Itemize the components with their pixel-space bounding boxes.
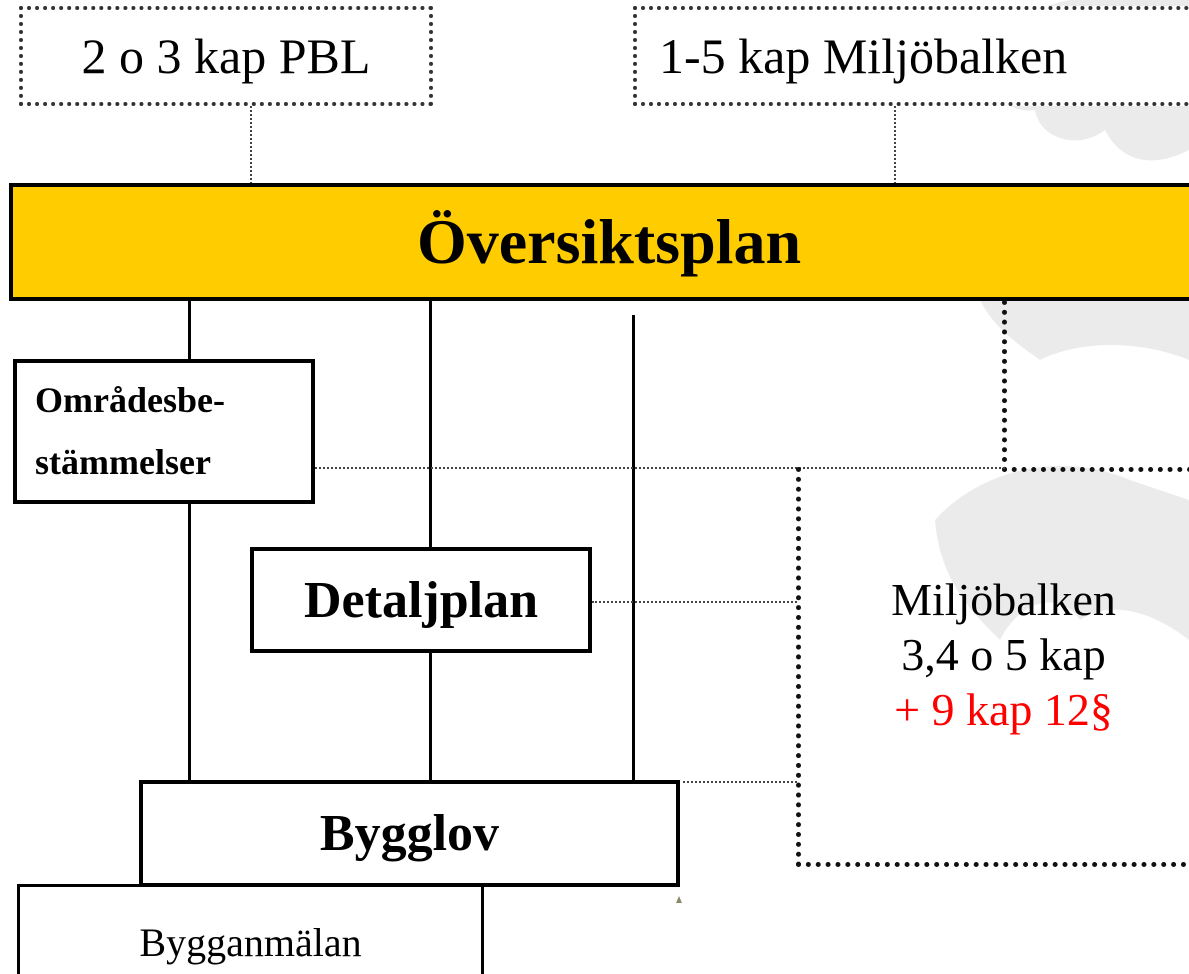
- bygganmalan-box: Bygganmälan: [17, 884, 484, 974]
- detaljplan-to-bygglov-line: [429, 651, 432, 782]
- bygglov-label: Bygglov: [319, 805, 500, 862]
- omradesbestammelser-label-line2: stämmelser: [35, 441, 211, 482]
- oversiktsplan-label: Översiktsplan: [416, 206, 802, 277]
- omrades-to-bygglov-line: [188, 502, 191, 782]
- pbl-source-label: 2 o 3 kap PBL: [81, 28, 371, 84]
- plan-to-omrades-line: [188, 300, 191, 360]
- omradesbestammelser-label-line1: Områdesbe-: [35, 380, 225, 421]
- miljobalken-box: Miljöbalken 3,4 o 5 kap + 9 kap 12§: [796, 467, 1189, 867]
- plan-to-detaljplan-line: [429, 300, 432, 548]
- plan-to-miljobalken-connector: [1002, 300, 1007, 472]
- oversiktsplan-bar: Översiktsplan: [9, 183, 1189, 301]
- bygglov-to-miljobalken-connector: [678, 781, 797, 783]
- pbl-connector: [250, 106, 252, 184]
- small-mark: [676, 896, 682, 903]
- bygglov-box: Bygglov: [139, 780, 680, 887]
- miljobalken-source-box: 1-5 kap Miljöbalken: [633, 6, 1189, 106]
- pbl-source-box: 2 o 3 kap PBL: [19, 6, 433, 106]
- miljobalken-box-line2: 3,4 o 5 kap: [901, 629, 1106, 681]
- miljobalken-box-line1: Miljöbalken: [891, 574, 1116, 625]
- detaljplan-box: Detaljplan: [250, 547, 592, 653]
- omradesbestammelser-box: Områdesbe- stämmelser: [13, 359, 315, 504]
- miljobalken-box-line3: + 9 kap 12§: [894, 684, 1113, 736]
- plan-to-bygglov-line: [632, 315, 635, 782]
- detaljplan-label: Detaljplan: [304, 571, 538, 629]
- bygganmalan-label: Bygganmälan: [139, 920, 362, 965]
- miljobalken-source-label: 1-5 kap Miljöbalken: [659, 28, 1068, 84]
- miljobalken-connector: [894, 106, 896, 184]
- omrades-to-miljobalken-connector: [315, 467, 1005, 469]
- miljobalken-box-top-right: [1002, 467, 1189, 472]
- detaljplan-to-miljobalken-connector: [592, 601, 797, 603]
